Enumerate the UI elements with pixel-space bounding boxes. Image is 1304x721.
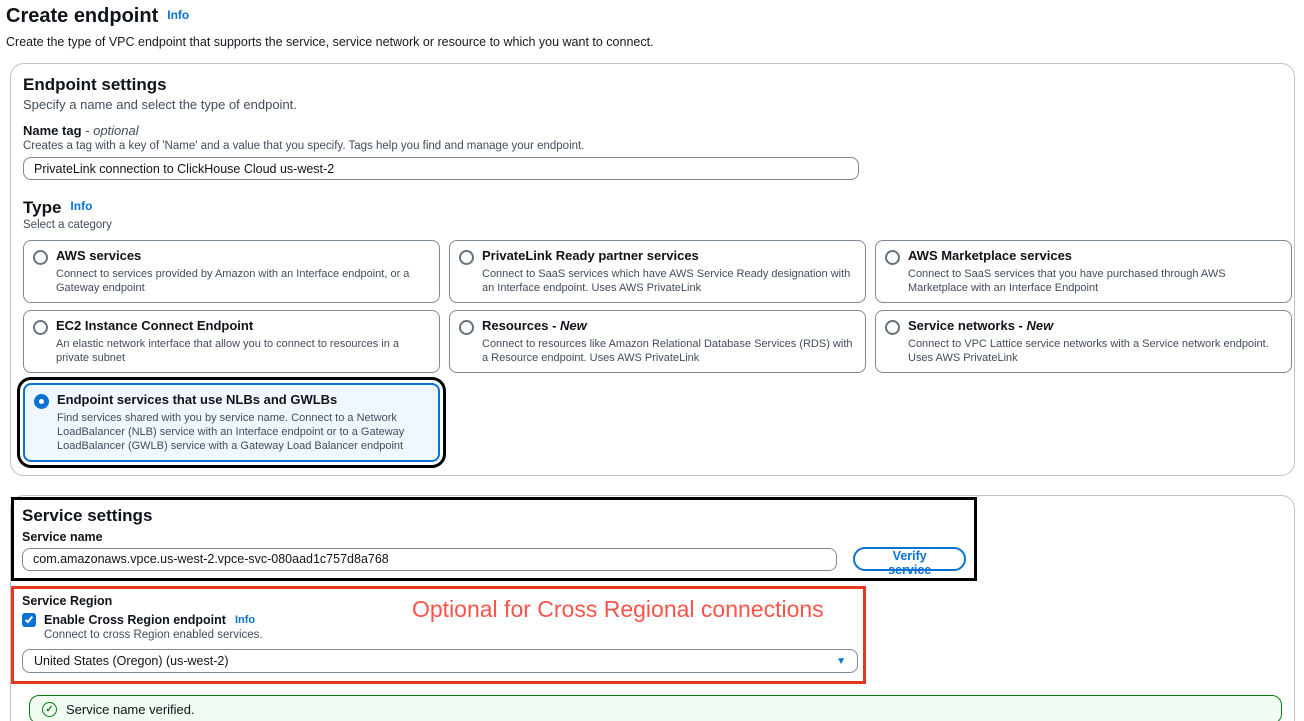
- name-tag-optional-label: - optional: [85, 123, 139, 138]
- radio-unselected-icon[interactable]: [885, 250, 900, 265]
- radio-selected-icon[interactable]: [34, 394, 49, 409]
- page-header: Create endpoint Info Create the type of V…: [0, 0, 1304, 49]
- option-privatelink-partner-services[interactable]: PrivateLink Ready partner services Conne…: [449, 240, 866, 303]
- cross-region-checkbox-row: Enable Cross Region endpoint Info: [22, 613, 855, 627]
- endpoint-settings-card: Endpoint settings Specify a name and sel…: [10, 63, 1295, 476]
- type-heading: Type: [23, 198, 62, 217]
- cross-region-checkbox-label: Enable Cross Region endpoint: [44, 613, 226, 627]
- option-description: Connect to SaaS services that you have p…: [908, 268, 1226, 294]
- option-description: An elastic network interface that allow …: [56, 338, 400, 364]
- option-title: Endpoint services that use NLBs and GWLB…: [57, 392, 338, 407]
- option-description: Connect to VPC Lattice service networks …: [908, 338, 1269, 364]
- type-info-link[interactable]: Info: [70, 199, 93, 213]
- page-subtitle: Create the type of VPC endpoint that sup…: [6, 35, 654, 49]
- service-region-select[interactable]: United States (Oregon) (us-west-2) ▼: [22, 649, 858, 673]
- type-options-grid: AWS services Connect to services provide…: [17, 240, 1292, 468]
- page-title-info-link[interactable]: Info: [167, 8, 190, 22]
- option-description: Connect to resources like Amazon Relatio…: [482, 338, 853, 364]
- radio-unselected-icon[interactable]: [459, 320, 474, 335]
- endpoint-settings-subheading: Specify a name and select the type of en…: [23, 97, 297, 112]
- radio-unselected-icon[interactable]: [459, 250, 474, 265]
- cross-region-description: Connect to cross Region enabled services…: [44, 629, 263, 641]
- success-banner: ✓ Service name verified.: [29, 695, 1282, 721]
- service-region-select-value: United States (Oregon) (us-west-2): [34, 654, 229, 668]
- annotation-black-box: Service settings Service name Verify ser…: [11, 497, 977, 581]
- service-region-label: Service Region: [22, 594, 113, 608]
- cross-region-checkbox[interactable]: [22, 613, 36, 627]
- service-settings-heading: Service settings: [22, 506, 153, 525]
- radio-unselected-icon[interactable]: [33, 320, 48, 335]
- verify-service-button[interactable]: Verify service: [853, 547, 966, 577]
- page-title: Create endpoint: [6, 5, 159, 27]
- cross-region-info-link[interactable]: Info: [234, 614, 256, 626]
- option-ec2-instance-connect-endpoint[interactable]: EC2 Instance Connect Endpoint An elastic…: [23, 310, 440, 373]
- option-title: AWS services: [56, 248, 142, 263]
- chevron-down-icon: ▼: [836, 655, 846, 667]
- option-endpoint-services-nlb-gwlb[interactable]: Endpoint services that use NLBs and GWLB…: [17, 377, 446, 468]
- name-tag-input[interactable]: [23, 157, 859, 180]
- option-service-networks[interactable]: Service networks - New Connect to VPC La…: [875, 310, 1292, 373]
- success-check-icon: ✓: [42, 702, 57, 717]
- option-description: Find services shared with you by service…: [57, 412, 405, 452]
- annotation-red-text: Optional for Cross Regional connections: [412, 596, 824, 622]
- option-description: Connect to SaaS services which have AWS …: [482, 268, 851, 294]
- radio-unselected-icon[interactable]: [885, 320, 900, 335]
- option-title: AWS Marketplace services: [908, 248, 1073, 263]
- service-name-label: Service name: [22, 530, 103, 544]
- success-banner-text: Service name verified.: [66, 702, 195, 717]
- radio-unselected-icon[interactable]: [33, 250, 48, 265]
- option-title: PrivateLink Ready partner services: [482, 248, 699, 263]
- checkbox-check-icon: [24, 614, 33, 624]
- option-title: Resources - New: [482, 318, 587, 333]
- service-name-row: Verify service: [22, 547, 966, 577]
- annotation-red-box: Service Region Enable Cross Region endpo…: [11, 586, 866, 684]
- name-tag-description: Creates a tag with a key of 'Name' and a…: [23, 140, 585, 152]
- service-name-input[interactable]: [22, 547, 838, 571]
- service-settings-card: Service settings Service name Verify ser…: [10, 495, 1295, 721]
- option-resources[interactable]: Resources - New Connect to resources lik…: [449, 310, 866, 373]
- option-title: Service networks - New: [908, 318, 1054, 333]
- endpoint-settings-heading: Endpoint settings: [23, 75, 167, 94]
- option-aws-services[interactable]: AWS services Connect to services provide…: [23, 240, 440, 303]
- option-aws-marketplace-services[interactable]: AWS Marketplace services Connect to SaaS…: [875, 240, 1292, 303]
- name-tag-label: Name tag - optional: [23, 123, 139, 138]
- option-description: Connect to services provided by Amazon w…: [56, 268, 410, 294]
- option-title: EC2 Instance Connect Endpoint: [56, 318, 254, 333]
- type-subheading: Select a category: [23, 219, 112, 231]
